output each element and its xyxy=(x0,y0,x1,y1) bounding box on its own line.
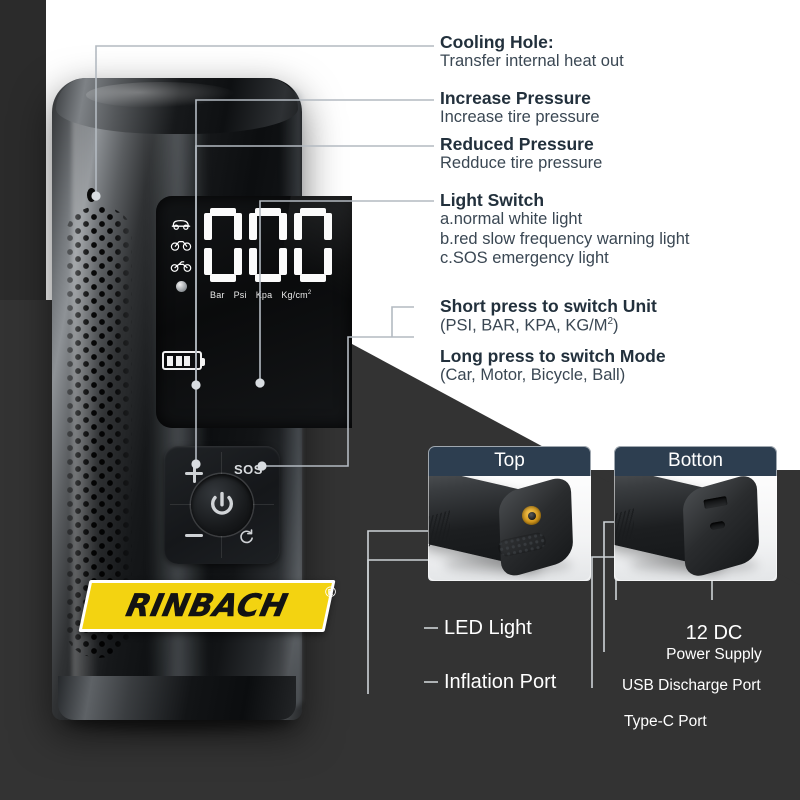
mode-icon-column xyxy=(166,218,196,292)
minus-icon[interactable] xyxy=(185,534,203,537)
seven-segment-digit xyxy=(294,208,332,282)
tire-inflator-device: Bar Psi Kpa Kg/cm2 SOS xyxy=(52,78,352,720)
card-bottom-outline xyxy=(614,446,777,581)
power-icon xyxy=(211,491,233,515)
unit-psi: Psi xyxy=(233,290,247,300)
callout-short-press-title: Short press to switch Unit xyxy=(440,296,657,316)
callout-light-switch-title: Light Switch xyxy=(440,190,545,210)
unit-labels: Bar Psi Kpa Kg/cm2 xyxy=(210,290,311,300)
label-usb-port: USB Discharge Port xyxy=(622,677,761,694)
callout-short-press: Short press to switch Unit (PSI, BAR, KP… xyxy=(440,296,657,336)
battery-cell xyxy=(175,355,182,366)
callout-light-switch-a: a.normal white light xyxy=(440,210,583,229)
seven-segment-digit xyxy=(249,208,287,282)
label-dc-sub: Power Supply xyxy=(666,646,762,663)
brand-logo: RINBACH xyxy=(78,580,336,632)
card-bottom: Botton xyxy=(614,446,777,581)
card-top-outline xyxy=(428,446,591,581)
callout-increase-pressure: Increase Pressure Increase tire pressure xyxy=(440,88,600,128)
card-bottom-header: Botton xyxy=(614,446,777,476)
bicycle-icon xyxy=(170,241,192,251)
callout-increase-pressure-title: Increase Pressure xyxy=(440,88,591,108)
battery-cell xyxy=(167,355,173,366)
callout-cooling-hole: Cooling Hole: Transfer internal heat out xyxy=(440,32,624,72)
card-top-label: Top xyxy=(494,450,525,471)
battery-indicator xyxy=(162,351,205,370)
control-button-pad: SOS xyxy=(164,446,280,564)
callout-long-press: Long press to switch Mode (Car, Motor, B… xyxy=(440,346,666,386)
callout-light-switch-b: b.red slow frequency warning light xyxy=(440,229,690,248)
callout-increase-pressure-sub: Increase tire pressure xyxy=(440,108,600,127)
unit-kpa: Kpa xyxy=(255,290,273,300)
pressure-readout xyxy=(204,208,332,282)
plus-icon[interactable] xyxy=(185,464,203,483)
power-button[interactable] xyxy=(191,474,253,536)
registered-mark: ® xyxy=(325,584,337,601)
callout-light-switch: Light Switch a.normal white light b.red … xyxy=(440,190,689,269)
callout-short-press-sub: (PSI, BAR, KPA, KG/M2) xyxy=(440,316,619,335)
label-dc-value: 12 DC xyxy=(685,622,743,644)
callout-cooling-hole-sub: Transfer internal heat out xyxy=(440,52,624,71)
label-typec-port: Type-C Port xyxy=(624,713,707,730)
callout-light-switch-c: c.SOS emergency light xyxy=(440,249,609,268)
inflation-port-icon xyxy=(522,506,541,525)
label-led-light: LED Light xyxy=(444,617,532,639)
battery-cell xyxy=(184,355,190,366)
unit-bar: Bar xyxy=(210,290,225,300)
cooling-hole-single xyxy=(87,188,96,202)
callout-cooling-hole-title: Cooling Hole: xyxy=(440,32,554,52)
car-icon xyxy=(171,220,191,230)
ball-icon xyxy=(175,281,187,292)
callout-long-press-sub: (Car, Motor, Bicycle, Ball) xyxy=(440,366,626,385)
card-top: Top xyxy=(428,446,591,581)
label-inflation-port: Inflation Port xyxy=(444,671,557,693)
device-top-cap xyxy=(56,78,298,134)
card-top-body xyxy=(428,476,591,581)
callout-reduced-pressure-sub: Redduce tire pressure xyxy=(440,154,603,173)
card-bottom-body xyxy=(614,476,777,581)
device-top-gloss xyxy=(86,82,236,108)
lcd-display: Bar Psi Kpa Kg/cm2 xyxy=(156,196,352,428)
brand-logo-text: RINBACH xyxy=(123,588,291,625)
light-loop-icon[interactable] xyxy=(238,528,255,545)
label-dc-power: 12 DC Power Supply xyxy=(652,621,776,664)
seven-segment-digit xyxy=(204,208,242,282)
callout-reduced-pressure-title: Reduced Pressure xyxy=(440,134,594,154)
card-top-header: Top xyxy=(428,446,591,476)
callout-long-press-title: Long press to switch Mode xyxy=(440,346,666,366)
sos-button-label[interactable]: SOS xyxy=(234,462,263,477)
motorcycle-icon xyxy=(170,261,192,272)
device-bottom-cap xyxy=(58,676,296,720)
callout-reduced-pressure: Reduced Pressure Redduce tire pressure xyxy=(440,134,602,174)
unit-kgcm2: Kg/cm2 xyxy=(281,290,312,300)
card-bottom-label: Botton xyxy=(668,450,723,471)
